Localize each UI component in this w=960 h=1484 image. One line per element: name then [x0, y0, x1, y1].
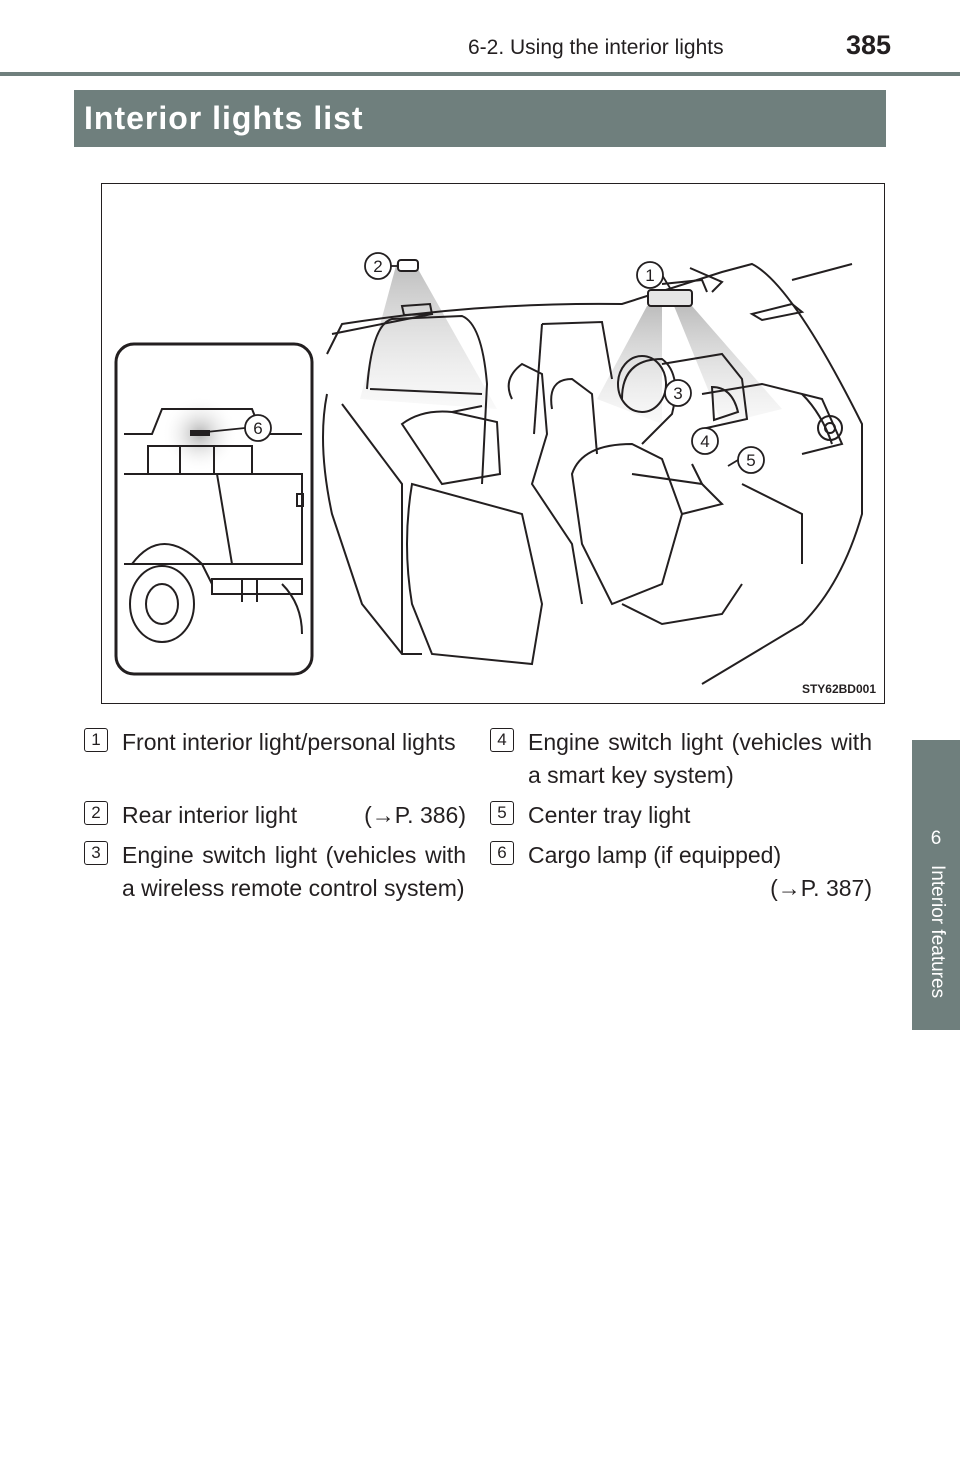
item-text: Engine switch light (vehicles with a wir…	[122, 842, 466, 901]
callout-5: 5	[737, 446, 765, 474]
chapter-tab: 6 Interior features	[912, 740, 960, 1030]
item-text: Rear interior light	[122, 802, 298, 828]
list-item: 3 Engine switch light (vehicles with a w…	[84, 839, 466, 938]
callout-3: 3	[664, 379, 692, 407]
figure-code: STY62BD001	[801, 682, 876, 696]
page-number: 385	[846, 30, 892, 60]
item-text: Cargo lamp (if equipped)	[528, 842, 782, 868]
list-item: 1 Front interior light/personal lights	[84, 726, 466, 792]
rear-interior-light-fixture	[397, 259, 419, 272]
interior-lights-figure: 1 2 3 4 5 6 STY62BD001	[101, 183, 885, 704]
svg-text:6: 6	[253, 419, 262, 438]
callout-6: 6	[244, 414, 272, 442]
cabin-outline	[322, 262, 863, 685]
section-title: 6-2. Using the interior lights	[468, 36, 724, 59]
item-text: Engine switch light (vehicles with a sma…	[528, 729, 872, 788]
page-title: Interior lights list	[74, 90, 886, 147]
list-item: 5 Center tray light	[490, 799, 872, 832]
item-page-ref: (→P. 386)	[364, 802, 466, 828]
header-rule	[0, 72, 960, 76]
chapter-label: Interior features	[927, 865, 948, 999]
svg-text:2: 2	[373, 257, 382, 276]
chapter-number: 6	[930, 828, 942, 849]
svg-text:4: 4	[700, 432, 709, 451]
truck-rear-inset	[114, 342, 314, 676]
front-interior-light-fixture	[647, 289, 693, 307]
front-light-beam-right	[674, 306, 782, 424]
item-text: Front interior light/personal lights	[122, 729, 456, 755]
item-number-badge: 2	[84, 801, 108, 825]
item-number-badge: 1	[84, 728, 108, 752]
callout-2: 2	[364, 252, 392, 280]
item-number-badge: 4	[490, 728, 514, 752]
vehicle-interior-illustration: 1 2 3 4 5 6	[114, 252, 863, 685]
page-header: 6-2. Using the interior lights 385	[0, 0, 960, 80]
rear-light-beam	[360, 262, 497, 409]
list-item: 6 Cargo lamp (if equipped) (→P. 387)	[490, 839, 872, 905]
item-text: Center tray light	[528, 802, 691, 828]
svg-text:1: 1	[645, 266, 654, 285]
list-item: 2 Rear interior light (→P. 386)	[84, 799, 466, 832]
item-number-badge: 6	[490, 841, 514, 865]
callout-1: 1	[636, 261, 664, 289]
item-page-ref: (→P. 387)	[770, 875, 872, 901]
svg-text:5: 5	[746, 451, 755, 470]
svg-text:3: 3	[673, 384, 682, 403]
front-light-beam-left	[597, 306, 662, 424]
item-number-badge: 3	[84, 841, 108, 865]
item-number-badge: 5	[490, 801, 514, 825]
list-item: 4 Engine switch light (vehicles with a s…	[490, 726, 872, 792]
callout-4: 4	[691, 427, 719, 455]
